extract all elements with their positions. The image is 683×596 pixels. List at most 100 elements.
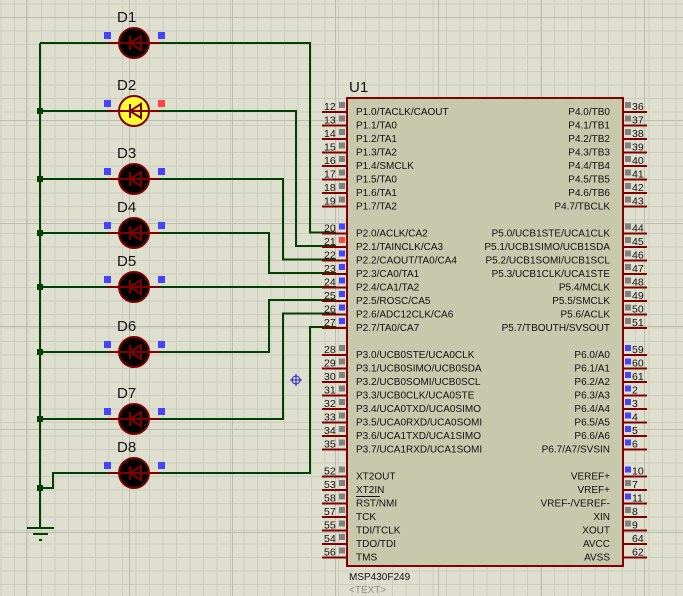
pin-2[interactable]: 2P6.3/A3 xyxy=(574,385,647,402)
pin-number: 9 xyxy=(632,520,638,532)
signal-wire[interactable] xyxy=(160,312,336,420)
pin-state-indicator xyxy=(339,520,345,527)
pin-number: 22 xyxy=(324,250,336,262)
pin-state-indicator xyxy=(158,222,165,229)
signal-wire[interactable] xyxy=(160,299,336,353)
led-d4[interactable]: D4 xyxy=(104,199,165,249)
pin-4[interactable]: 4P6.5/A5 xyxy=(574,412,647,429)
pin-name: P5.1/UCB1SIMO/UCB1SDA xyxy=(484,242,610,253)
pin-state-indicator xyxy=(339,196,345,203)
pin-name: XIN xyxy=(593,512,610,523)
signal-wire[interactable] xyxy=(160,42,336,234)
pin-state-indicator xyxy=(625,102,631,108)
pin-name: P6.2/A2 xyxy=(574,377,610,388)
led-d3[interactable]: D3 xyxy=(104,145,165,195)
pin-name: P3.0/UCB0STE/UCA0CLK xyxy=(356,350,475,361)
pin-state-indicator xyxy=(339,480,345,486)
pin-3[interactable]: 3P6.4/A4 xyxy=(574,398,647,415)
chip-body[interactable] xyxy=(346,97,624,567)
origin-marker-icon xyxy=(290,374,302,386)
anode-wire[interactable] xyxy=(40,472,108,489)
led-d6[interactable]: D6 xyxy=(104,318,165,368)
led-ref-label: D6 xyxy=(117,318,136,335)
pin-state-indicator xyxy=(104,276,111,283)
signal-wire[interactable] xyxy=(160,232,336,274)
signal-wire[interactable] xyxy=(160,326,336,474)
signal-wire[interactable] xyxy=(160,110,336,247)
signal-wire[interactable] xyxy=(160,178,336,261)
pin-name: TDO/TDI xyxy=(356,539,396,550)
led-d2[interactable]: D2 xyxy=(104,77,165,127)
pin-number: 62 xyxy=(632,547,644,559)
pin-number: 30 xyxy=(324,371,336,383)
led-d5[interactable]: D5 xyxy=(104,253,165,303)
led-d8[interactable]: D8 xyxy=(104,439,165,489)
pin-6[interactable]: 6P6.7/A7/SVSIN xyxy=(542,439,647,456)
pin-name: P4.2/TB2 xyxy=(568,134,610,145)
led-d1[interactable]: D1 xyxy=(104,9,165,59)
pin-5[interactable]: 5P6.6/A6 xyxy=(574,425,647,442)
led-d7[interactable]: D7 xyxy=(104,385,165,435)
